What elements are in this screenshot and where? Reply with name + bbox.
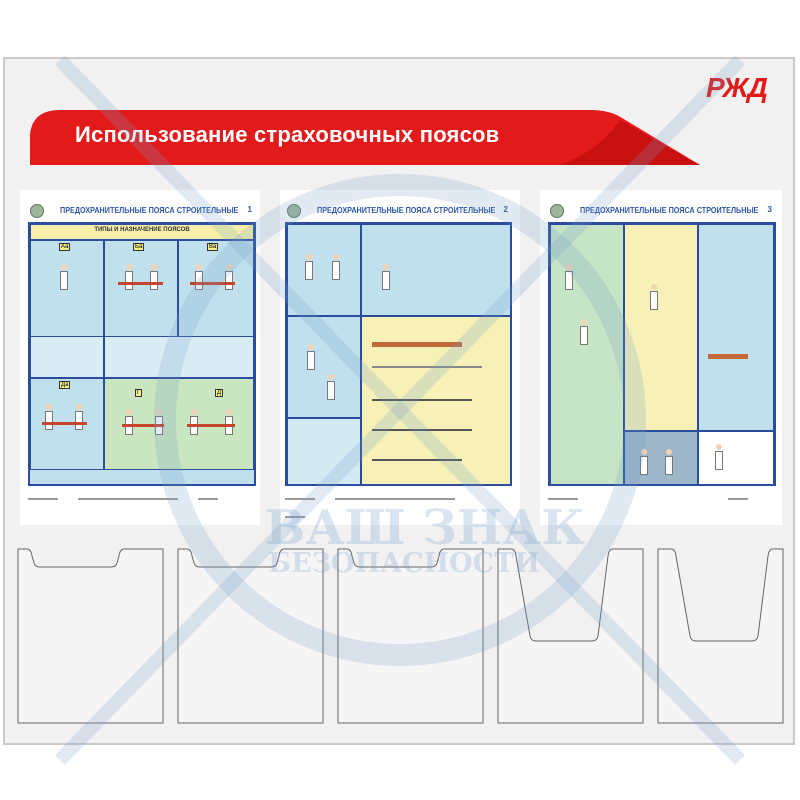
poster-illustration [285, 222, 512, 486]
belt-type-label: Д [215, 389, 224, 397]
poster-title: ПРЕДОХРАНИТЕЛЬНЫЕ ПОЯСА СТРОИТЕЛЬНЫЕ [60, 205, 239, 215]
belt-type-label: Аа [59, 243, 71, 251]
belt-type-label: Ва [207, 243, 219, 251]
poster-illustration [548, 222, 776, 486]
brochure-pocket [17, 548, 164, 724]
belt-type-label: Г [135, 389, 143, 397]
stand-title: Использование страховочных поясов [75, 122, 500, 147]
brochure-pocket [177, 548, 324, 724]
emblem-icon [550, 204, 564, 218]
belt-type-label: Да [59, 381, 71, 389]
poster-3[interactable]: ПРЕДОХРАНИТЕЛЬНЫЕ ПОЯСА СТРОИТЕЛЬНЫЕ 3 [548, 200, 776, 500]
watermark-text: БЕЗОПАСНОСТИ [268, 548, 540, 579]
poster-number: 1 [247, 205, 252, 214]
poster-illustration: ТИПЫ И НАЗНАЧЕНИЕ ПОЯСОВ Аа Ба Ва Да Г Д [28, 222, 256, 486]
watermark-text: ВАШ ЗНАК [265, 500, 585, 556]
poster-1[interactable]: ПРЕДОХРАНИТЕЛЬНЫЕ ПОЯСА СТРОИТЕЛЬНЫЕ 1 Т… [28, 200, 256, 500]
poster-title: ПРЕДОХРАНИТЕЛЬНЫЕ ПОЯСА СТРОИТЕЛЬНЫЕ [317, 205, 496, 215]
brochure-pocket [337, 548, 484, 724]
poster-number: 2 [503, 205, 508, 214]
poster-section-title: ТИПЫ И НАЗНАЧЕНИЕ ПОЯСОВ [94, 227, 190, 233]
emblem-icon [30, 204, 44, 218]
rzd-logo: РЖД [706, 72, 768, 103]
belt-type-label: Ба [133, 243, 145, 251]
poster-number: 3 [767, 205, 772, 214]
brochure-pocket [497, 548, 644, 724]
emblem-icon [287, 204, 301, 218]
brochure-pocket [657, 548, 784, 724]
poster-2[interactable]: ПРЕДОХРАНИТЕЛЬНЫЕ ПОЯСА СТРОИТЕЛЬНЫЕ 2 [285, 200, 512, 518]
poster-title: ПРЕДОХРАНИТЕЛЬНЫЕ ПОЯСА СТРОИТЕЛЬНЫЕ [580, 205, 759, 215]
